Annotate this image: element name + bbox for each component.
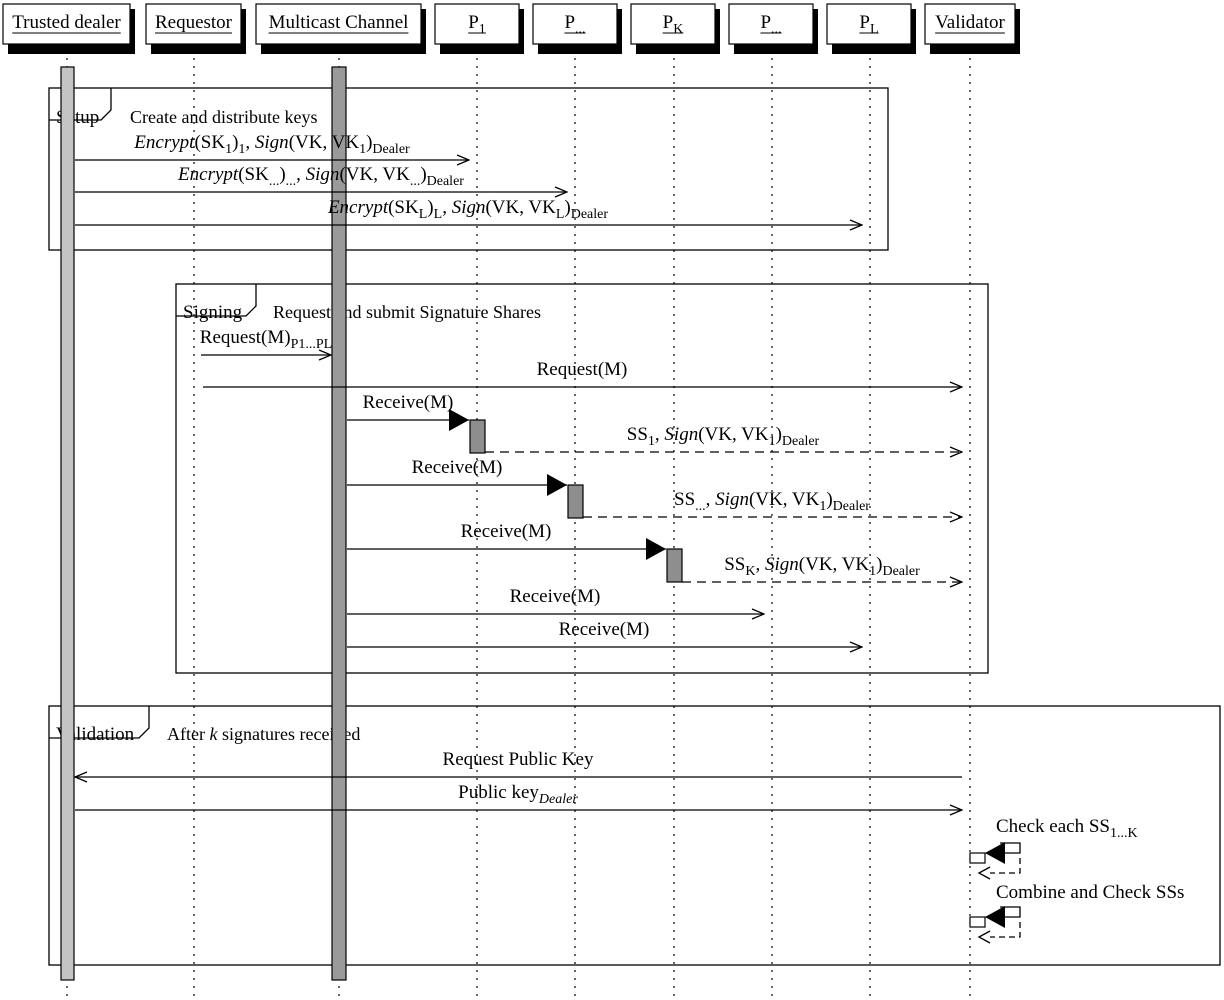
participant-box-pk — [630, 3, 716, 45]
frame-setup — [48, 87, 889, 251]
message-label-m9: SS..., Sign(VK, VK1)Dealer — [674, 489, 870, 514]
activation-p1 — [469, 419, 486, 454]
participant-label-pa: P... — [564, 12, 585, 37]
self-return-s2 — [990, 922, 1021, 938]
frame-desc-validation: After k signatures received — [167, 724, 360, 744]
message-label-m13: Receive(M) — [559, 619, 650, 640]
self-call-arrow-s2 — [1000, 906, 1021, 918]
self-return-head-s2 — [977, 930, 991, 944]
frame-tab-signing — [176, 284, 257, 317]
message-label-m10: Receive(M) — [461, 521, 552, 542]
self-call-label-s1: Check each SS1...K — [996, 816, 1138, 841]
frame-tab-validation — [49, 706, 150, 739]
self-activation-s1 — [969, 852, 986, 864]
participant-label-multicast: Multicast Channel — [269, 12, 409, 33]
message-label-m8: Receive(M) — [412, 457, 503, 478]
self-call-arrow-s1 — [1000, 842, 1021, 854]
frame-desc-signing: Request and submit Signature Shares — [273, 302, 541, 322]
self-return-s1 — [990, 858, 1021, 874]
self-call-label-s2: Combine and Check SSs — [996, 882, 1184, 903]
participant-box-dealer — [2, 3, 131, 45]
participant-box-requestor — [145, 3, 242, 45]
frame-desc-setup: Create and distribute keys — [130, 107, 317, 127]
frame-name-signing: Signing — [183, 302, 243, 323]
frame-validation — [48, 705, 1221, 966]
participant-label-requestor: Requestor — [155, 12, 233, 33]
activation-dealer — [60, 66, 75, 981]
participant-box-multicast — [255, 3, 422, 45]
message-label-m2: Encrypt(SK...)..., Sign(VK, VK...)Dealer — [177, 164, 464, 189]
message-label-m6: Receive(M) — [363, 392, 454, 413]
participant-label-pl: PL — [859, 12, 878, 37]
participant-label-validator: Validator — [935, 12, 1005, 33]
frame-tab-setup — [49, 88, 112, 121]
participant-box-pl — [826, 3, 912, 45]
participant-box-pb — [728, 3, 814, 45]
participant-box-p1 — [434, 3, 520, 45]
self-call-head-s1 — [985, 842, 1005, 864]
message-label-m3: Encrypt(SKL)L, Sign(VK, VKL)Dealer — [327, 197, 608, 222]
message-label-m5: Request(M) — [537, 359, 628, 380]
self-return-head-s1 — [977, 866, 991, 880]
participant-box-pa — [532, 3, 618, 45]
participant-label-pb: P... — [760, 12, 781, 37]
message-label-m15: Public keyDealer — [458, 782, 578, 807]
message-label-m1: Encrypt(SK1)1, Sign(VK, VK1)Dealer — [133, 132, 410, 157]
participant-label-p1: P1 — [468, 12, 486, 37]
frame-name-validation: Validation — [56, 724, 135, 745]
activation-pk — [666, 548, 683, 583]
frame-signing — [175, 283, 989, 674]
activation-pa — [567, 484, 584, 519]
message-label-m11: SSK, Sign(VK, VK1)Dealer — [724, 554, 920, 579]
message-label-m7: SS1, Sign(VK, VK1)Dealer — [627, 424, 820, 449]
participant-box-validator — [924, 3, 1016, 45]
self-call-head-s2 — [985, 906, 1005, 928]
message-label-m12: Receive(M) — [510, 586, 601, 607]
message-label-m14: Request Public Key — [443, 749, 594, 770]
participant-label-dealer: Trusted dealer — [12, 12, 121, 33]
activation-multicast — [331, 66, 347, 981]
participant-label-pk: PK — [663, 12, 684, 37]
self-activation-s2 — [969, 916, 986, 928]
message-label-m4: Request(M)P1...PL — [200, 327, 332, 352]
